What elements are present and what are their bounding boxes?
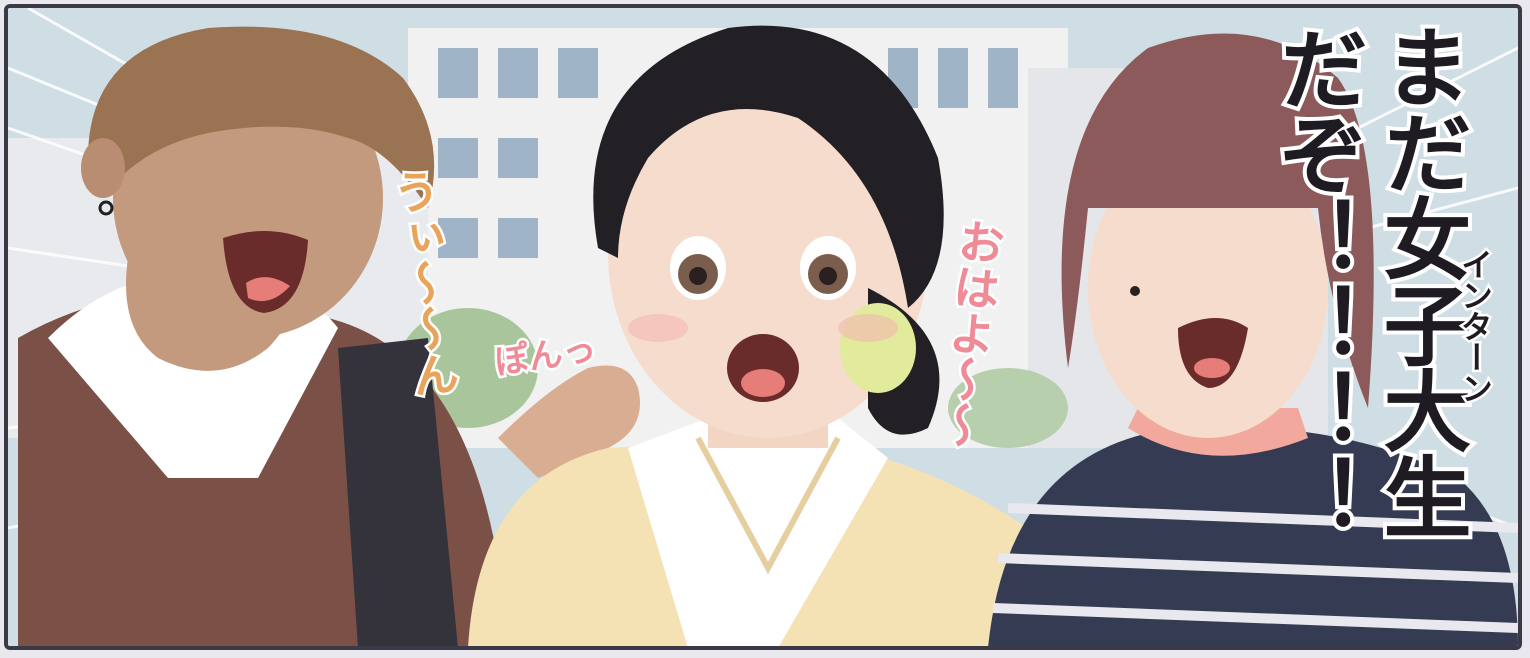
comic-illustration bbox=[8, 8, 1518, 646]
dialogue-line-2: だぞ！！！！ bbox=[1261, 20, 1372, 544]
character-girl-middle bbox=[468, 25, 1038, 646]
dialogue-line-1-start: まだ bbox=[1365, 18, 1476, 198]
character-boy-left bbox=[18, 26, 508, 646]
character-girl-right bbox=[988, 33, 1518, 646]
dialogue-line-1-rest: 女子大生 bbox=[1365, 190, 1476, 542]
dialogue-ruby: インターン bbox=[1454, 246, 1497, 406]
comic-panel: うぃ〜〜ん おはよ〜〜 ぽんっ まだ女子大生 だぞ！！！！ インターン bbox=[4, 4, 1522, 650]
patting-hand bbox=[498, 365, 640, 478]
dialogue-line-1: まだ女子大生 bbox=[1365, 18, 1476, 542]
